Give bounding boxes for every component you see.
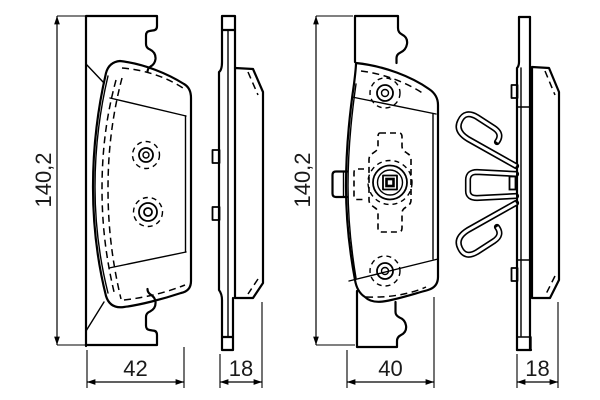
pad1-upper-bore	[138, 147, 154, 163]
pad2-width-label: 40	[378, 356, 402, 381]
pad1-side-top-tab	[220, 14, 237, 32]
pad1-height-extension-lines	[57, 15, 86, 346]
pad2-height-label: 140,2	[290, 152, 315, 207]
pad2-piston-ring-inner	[376, 169, 404, 196]
pad1-upper-bore-dashed	[131, 140, 161, 170]
pad2-side-view	[510, 15, 561, 352]
pad2-side-tab	[331, 170, 349, 199]
pad2-damper-cross-hidden	[368, 132, 412, 233]
pad2-hidden-edge-bottom	[365, 286, 427, 298]
spring-bottom-arm-core	[457, 201, 517, 257]
pad2-side-chamfer-bottom-hidden	[545, 275, 556, 295]
dimensions: 140,2 42 18 140,2 40 18	[31, 15, 559, 388]
pad1-plate-joint-top	[85, 63, 105, 84]
pad2-side-rivet-upper	[510, 84, 519, 99]
pad2-height-extension-lines	[316, 15, 355, 346]
pad1-backplate-bottom-lug	[84, 287, 159, 347]
pad2-piston-ring-outer	[372, 164, 408, 201]
pad1-friction-bottom-edge	[108, 251, 187, 269]
pad2-lower-bore-dashed	[369, 255, 401, 287]
pad2-center-square-outer	[382, 174, 398, 191]
pad1-front-view	[84, 14, 193, 348]
pad1-width-label: 42	[123, 356, 147, 381]
pad2-body-outline	[344, 61, 440, 303]
pad1-height-label: 140,2	[31, 152, 56, 207]
retaining-spring-clip	[455, 111, 520, 258]
pad1-friction-top-edge	[109, 97, 187, 117]
pad1-side-friction-block	[233, 66, 265, 300]
pad2-hidden-edge-top	[360, 70, 425, 95]
spring-top-arm-core	[457, 112, 517, 168]
pad1-plate-joint-bottom	[85, 301, 105, 332]
pad1-left-edge-inner	[94, 75, 109, 294]
pad2-lower-bore	[376, 262, 394, 280]
pad1-thickness-label: 18	[229, 356, 253, 381]
pad1-lower-bore-dashed	[132, 196, 164, 228]
pad1-hidden-edge-1	[101, 79, 117, 297]
pad1-side-bottom-tab	[220, 335, 235, 352]
spring-anchor-clip	[508, 175, 517, 191]
pad2-side-chamfer-top-hidden	[544, 70, 556, 96]
pad1-side-rivet-upper	[211, 149, 221, 164]
pad1-side-view	[211, 14, 265, 352]
pad2-upper-bore-dashed	[369, 77, 401, 109]
pad2-piston-ring-dashed	[367, 159, 413, 206]
pad2-left-edge-inner	[347, 83, 357, 279]
pad2-center-square-inner	[385, 177, 395, 188]
pad2-upper-bore	[376, 84, 394, 102]
pad1-side-chamfer-top-hidden	[247, 71, 259, 96]
pad1-lower-bore-center	[143, 207, 153, 217]
pad2-upper-bore-center	[380, 88, 390, 98]
pad1-upper-bore-center	[142, 151, 150, 159]
pad2-thickness-label: 18	[525, 356, 549, 381]
pad1-side-plate-left	[217, 28, 224, 339]
pad1-hidden-edge-top	[121, 67, 187, 91]
spring-center-loop-core	[466, 170, 517, 200]
pad2-side-bottom-tab	[516, 336, 532, 351]
pad1-backplate-top-lug	[84, 14, 159, 348]
pad2-backplate-bottom-lug	[355, 289, 408, 349]
pad1-hidden-edge-2	[107, 77, 123, 300]
pad1-hidden-edge-bottom	[123, 284, 186, 301]
pad2-side-friction-block	[530, 65, 561, 300]
pad1-lower-bore	[138, 202, 158, 222]
pad2-damper-bracket-hidden	[353, 168, 364, 201]
pad1-body-outline	[91, 59, 193, 309]
pad1-side-chamfer-bottom-hidden	[247, 278, 259, 295]
pad2-side-plate-left	[515, 15, 521, 352]
pad2-friction-top-edge	[351, 96, 437, 115]
pad1-side-rivet-lower	[211, 206, 221, 221]
pad2-backplate-top-lug	[353, 14, 409, 65]
pad2-side-rivet-lower	[510, 267, 519, 282]
pad2-lower-bore-center	[380, 266, 390, 276]
pad2-front-view	[331, 14, 440, 349]
